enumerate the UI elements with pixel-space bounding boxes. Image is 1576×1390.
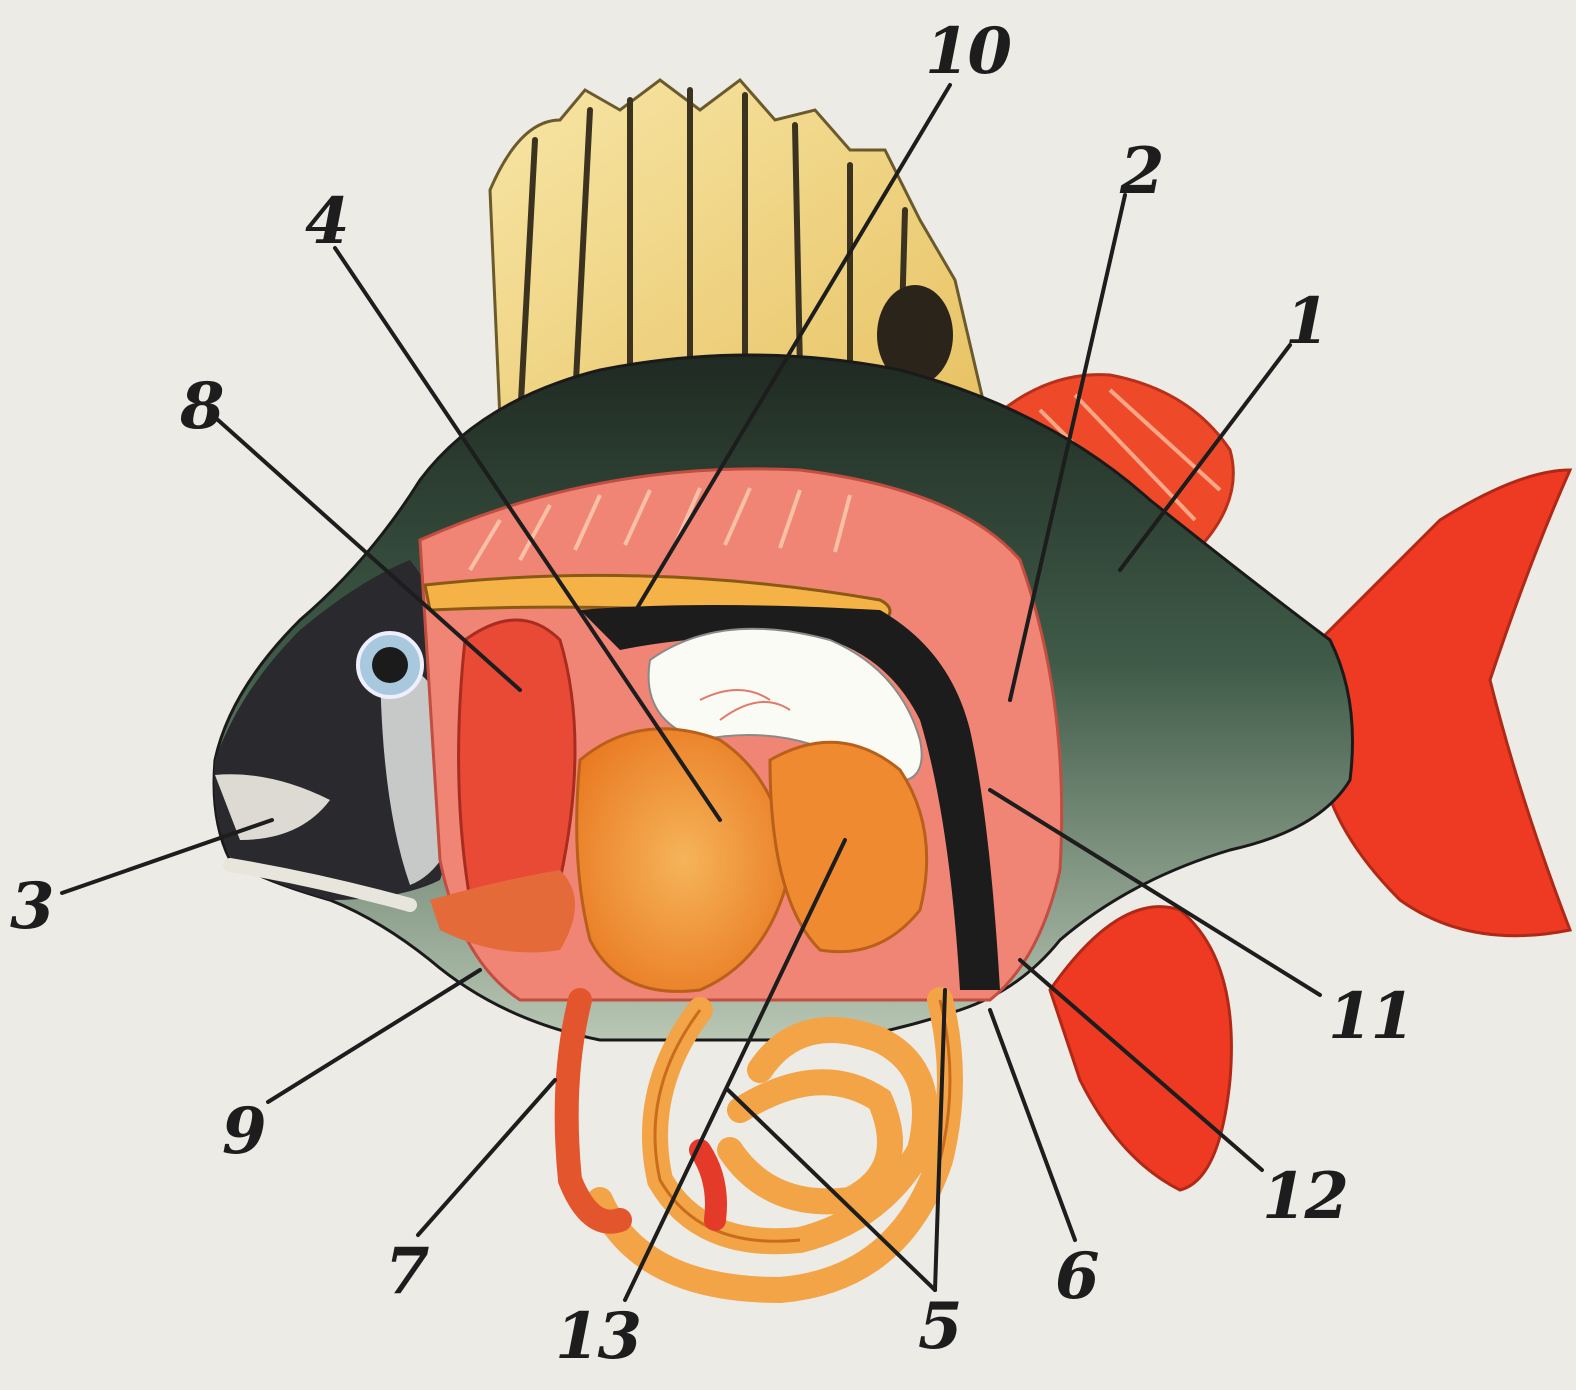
label-1: 1 <box>1285 290 1328 354</box>
label-4: 4 <box>305 190 348 254</box>
label-7: 7 <box>385 1240 428 1304</box>
tail-fin <box>1320 470 1570 936</box>
label-6: 6 <box>1055 1245 1098 1309</box>
leader-line-6 <box>990 1010 1075 1240</box>
label-5: 5 <box>918 1295 961 1359</box>
label-9: 9 <box>222 1100 265 1164</box>
leader-line-7 <box>418 1080 555 1235</box>
label-8: 8 <box>180 375 223 439</box>
label-3: 3 <box>10 875 53 939</box>
label-13: 13 <box>555 1305 640 1369</box>
label-12: 12 <box>1262 1165 1347 1229</box>
label-2: 2 <box>1120 140 1163 204</box>
label-11: 11 <box>1328 985 1413 1049</box>
leader-line-9 <box>268 970 480 1102</box>
label-10: 10 <box>925 20 1010 84</box>
anal-fin <box>1050 907 1231 1190</box>
